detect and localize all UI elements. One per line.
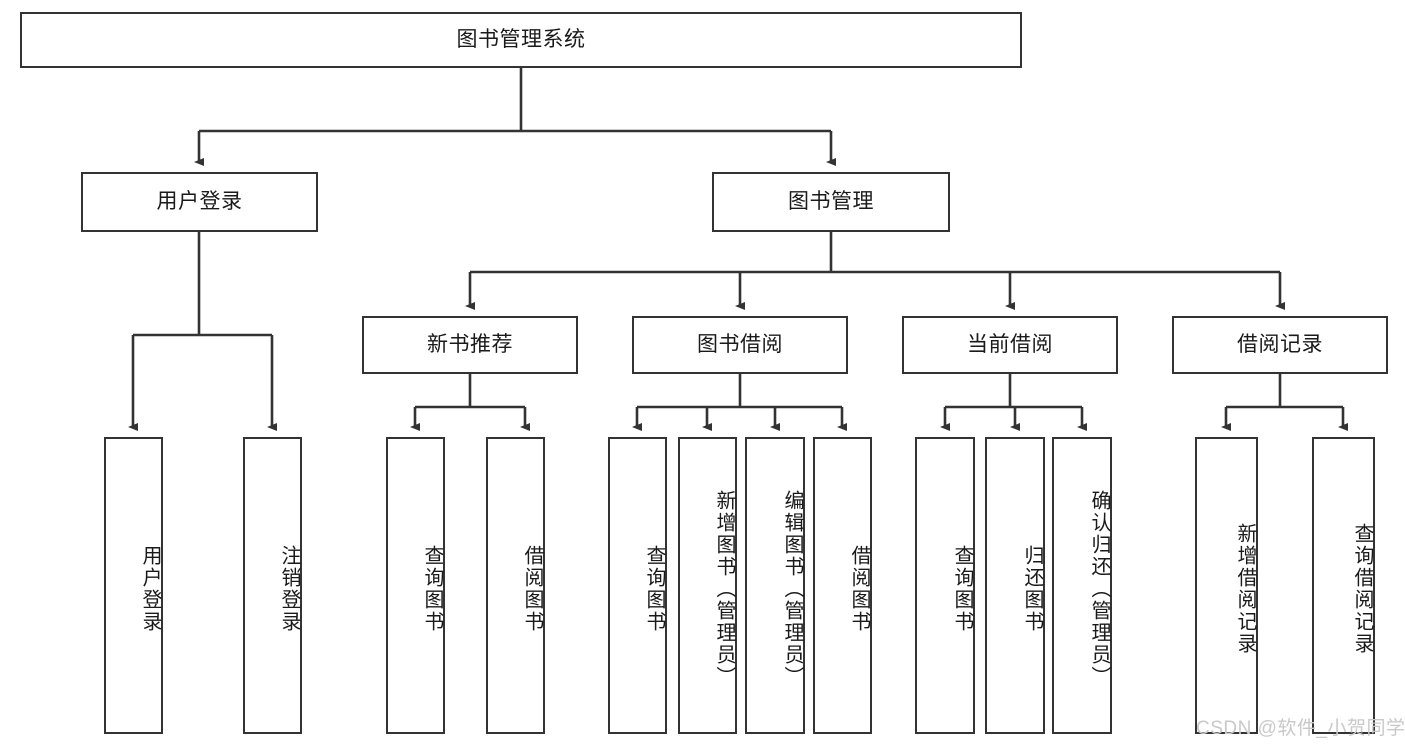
- node-leaf-records-query[interactable]: 查询借阅记录: [1312, 437, 1375, 734]
- node-current-borrow[interactable]: 当前借阅: [902, 316, 1118, 374]
- node-label: 图书借阅: [697, 333, 783, 357]
- node-label: 新增借阅记录: [1234, 522, 1256, 655]
- node-label: 编辑图书（管理员）: [781, 489, 803, 688]
- node-label: 注销登录: [278, 544, 300, 633]
- node-leaf-borrow-add-book[interactable]: 新增图书（管理员）: [678, 437, 737, 734]
- node-root-book-management-system[interactable]: 图书管理系统: [20, 12, 1022, 68]
- node-leaf-new-books-query[interactable]: 查询图书: [386, 437, 445, 734]
- node-leaf-current-confirm-return[interactable]: 确认归还（管理员）: [1052, 437, 1112, 734]
- node-leaf-new-books-borrow[interactable]: 借阅图书: [486, 437, 545, 734]
- node-borrow-records[interactable]: 借阅记录: [1172, 316, 1388, 374]
- node-leaf-records-add[interactable]: 新增借阅记录: [1195, 437, 1258, 734]
- node-label: 新书推荐: [427, 333, 513, 357]
- node-label: 借阅图书: [521, 544, 543, 633]
- node-user-login[interactable]: 用户登录: [81, 172, 318, 232]
- node-label: 用户登录: [156, 190, 243, 214]
- node-leaf-current-return[interactable]: 归还图书: [985, 437, 1045, 734]
- node-new-book-recommend[interactable]: 新书推荐: [362, 316, 578, 374]
- node-leaf-borrow-query[interactable]: 查询图书: [608, 437, 667, 734]
- node-label: 查询图书: [643, 544, 665, 633]
- node-label: 用户登录: [139, 544, 161, 633]
- node-book-management[interactable]: 图书管理: [712, 172, 950, 232]
- node-label: 确认归还（管理员）: [1088, 489, 1110, 688]
- node-book-borrow[interactable]: 图书借阅: [632, 316, 848, 374]
- node-label: 当前借阅: [967, 333, 1053, 357]
- node-label: 借阅图书: [848, 544, 870, 633]
- node-label: 图书管理系统: [456, 28, 586, 52]
- node-label: 归还图书: [1021, 544, 1043, 633]
- node-leaf-user-login-signout[interactable]: 注销登录: [243, 437, 302, 734]
- node-label: 查询图书: [421, 544, 443, 633]
- node-label: 借阅记录: [1237, 333, 1323, 357]
- node-label: 查询图书: [951, 544, 973, 633]
- node-leaf-current-query[interactable]: 查询图书: [915, 437, 975, 734]
- node-leaf-borrow-edit-book[interactable]: 编辑图书（管理员）: [745, 437, 805, 734]
- node-label: 新增图书（管理员）: [713, 489, 735, 688]
- node-label: 查询借阅记录: [1351, 522, 1373, 655]
- node-leaf-user-login-signin[interactable]: 用户登录: [104, 437, 163, 734]
- node-label: 图书管理: [788, 190, 874, 214]
- node-leaf-borrow-borrow-book[interactable]: 借阅图书: [813, 437, 872, 734]
